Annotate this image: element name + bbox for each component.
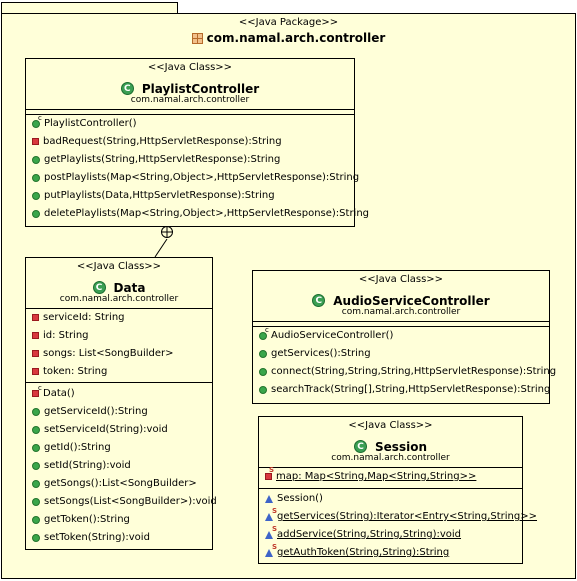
package-static-method-icon: S xyxy=(265,543,277,557)
method-row[interactable]: connect(String,String,String,HttpServlet… xyxy=(259,366,556,377)
method-row[interactable]: getServiceId():String xyxy=(32,406,148,417)
method-row[interactable]: setToken(String):void xyxy=(32,532,150,543)
fields-separator xyxy=(259,467,522,468)
class-name: AudioServiceController xyxy=(333,293,490,308)
class-icon: C xyxy=(354,440,368,453)
package-stereotype: <<Java Package>> xyxy=(238,17,339,28)
method-row[interactable]: setServiceId(String):void xyxy=(32,424,168,435)
method-row[interactable]: S getAuthToken(String,String):String xyxy=(265,543,449,558)
field-row[interactable]: S map: Map<String,Map<String,String>> xyxy=(265,466,476,482)
private-method-icon xyxy=(32,138,39,145)
method-row[interactable]: c Data() xyxy=(32,384,75,399)
class-data[interactable]: <<Java Class>> C Data com.namal.arch.con… xyxy=(25,257,217,550)
public-method-icon xyxy=(32,191,40,200)
field-row[interactable]: token: String xyxy=(32,366,107,377)
package-icon xyxy=(191,32,203,44)
private-field-icon xyxy=(32,368,39,375)
method-row[interactable]: getPlaylists(String,HttpServletResponse)… xyxy=(32,154,280,165)
method-row[interactable]: getToken():String xyxy=(32,514,130,525)
public-method-icon xyxy=(259,349,267,358)
private-field-icon xyxy=(32,350,39,357)
method-row[interactable]: setSongs(List<SongBuilder>):void xyxy=(32,496,217,507)
package-static-method-icon: S xyxy=(265,507,277,521)
public-method-icon xyxy=(32,461,40,470)
class-icon: C xyxy=(312,294,326,307)
class-package: com.namal.arch.controller xyxy=(341,307,461,317)
class-name: PlaylistController xyxy=(141,81,260,96)
method-row[interactable]: searchTrack(String[],String,HttpServletR… xyxy=(259,384,550,395)
public-method-icon xyxy=(32,497,40,506)
class-package: com.namal.arch.controller xyxy=(331,453,450,463)
public-method-icon xyxy=(32,209,40,218)
fields-separator xyxy=(253,321,549,322)
methods-separator xyxy=(26,382,212,383)
method-row[interactable]: deletePlaylists(Map<String,Object>,HttpS… xyxy=(32,208,369,219)
private-static-field-icon: S xyxy=(265,466,274,480)
method-row[interactable]: Session() xyxy=(265,493,323,504)
class-icon: C xyxy=(92,281,106,294)
public-method-icon xyxy=(32,407,40,416)
method-row[interactable]: c PlaylistController() xyxy=(32,114,137,129)
class-icon: C xyxy=(120,82,134,95)
method-row[interactable]: S addService(String,String,String):void xyxy=(265,525,461,540)
methods-separator xyxy=(259,488,522,489)
public-method-icon xyxy=(32,425,40,434)
public-method-icon xyxy=(32,515,40,524)
public-method-icon xyxy=(32,155,40,164)
class-stereotype: <<Java Class>> xyxy=(348,420,433,431)
class-playlist-controller[interactable]: <<Java Class>> C PlaylistController com.… xyxy=(25,58,369,227)
fields-separator xyxy=(26,308,212,309)
public-method-icon xyxy=(259,385,267,394)
method-row[interactable]: badRequest(String,HttpServletResponse):S… xyxy=(32,136,282,147)
class-package: com.namal.arch.controller xyxy=(59,294,179,304)
class-name: Data xyxy=(113,280,146,295)
private-field-icon xyxy=(32,332,39,339)
public-method-icon xyxy=(32,533,40,542)
method-row[interactable]: putPlaylists(Data,HttpServletResponse):S… xyxy=(32,190,275,201)
package-static-method-icon: S xyxy=(265,525,277,539)
class-package: com.namal.arch.controller xyxy=(130,95,250,105)
method-row[interactable]: setId(String):void xyxy=(32,460,131,471)
class-stereotype: <<Java Class>> xyxy=(147,62,233,73)
class-name: Session xyxy=(375,439,427,454)
class-audio-service-controller[interactable]: <<Java Class>> C AudioServiceController … xyxy=(252,270,556,404)
public-method-icon xyxy=(259,367,267,376)
public-method-icon xyxy=(32,443,40,452)
field-row[interactable]: songs: List<SongBuilder> xyxy=(32,348,174,359)
package-name: com.namal.arch.controller xyxy=(206,31,386,45)
nesting-line xyxy=(154,238,168,258)
public-method-icon xyxy=(32,173,40,182)
class-stereotype: <<Java Class>> xyxy=(358,274,444,285)
public-method-icon xyxy=(32,479,40,488)
field-row[interactable]: serviceId: String xyxy=(32,312,125,323)
method-row[interactable]: getId():String xyxy=(32,442,111,453)
methods-separator xyxy=(253,326,549,327)
method-row[interactable]: postPlaylists(Map<String,Object>,HttpSer… xyxy=(32,172,359,183)
method-row[interactable]: c AudioServiceController() xyxy=(259,326,393,341)
public-constructor-icon: c xyxy=(259,326,269,340)
method-row[interactable]: getServices():String xyxy=(259,348,371,359)
private-field-icon xyxy=(32,314,39,321)
method-row[interactable]: getSongs():List<SongBuilder> xyxy=(32,478,197,489)
public-constructor-icon: c xyxy=(32,114,42,128)
class-session[interactable]: <<Java Class>> C Session com.namal.arch.… xyxy=(258,416,537,564)
method-row[interactable]: S getServices(String):Iterator<Entry<Str… xyxy=(265,507,537,522)
class-stereotype: <<Java Class>> xyxy=(76,261,162,272)
package-title: com.namal.arch.controller xyxy=(0,31,577,45)
methods-separator xyxy=(26,114,354,115)
private-constructor-icon: c xyxy=(32,384,42,397)
package-method-icon xyxy=(265,494,273,503)
field-row[interactable]: id: String xyxy=(32,330,89,341)
fields-separator xyxy=(26,109,354,110)
